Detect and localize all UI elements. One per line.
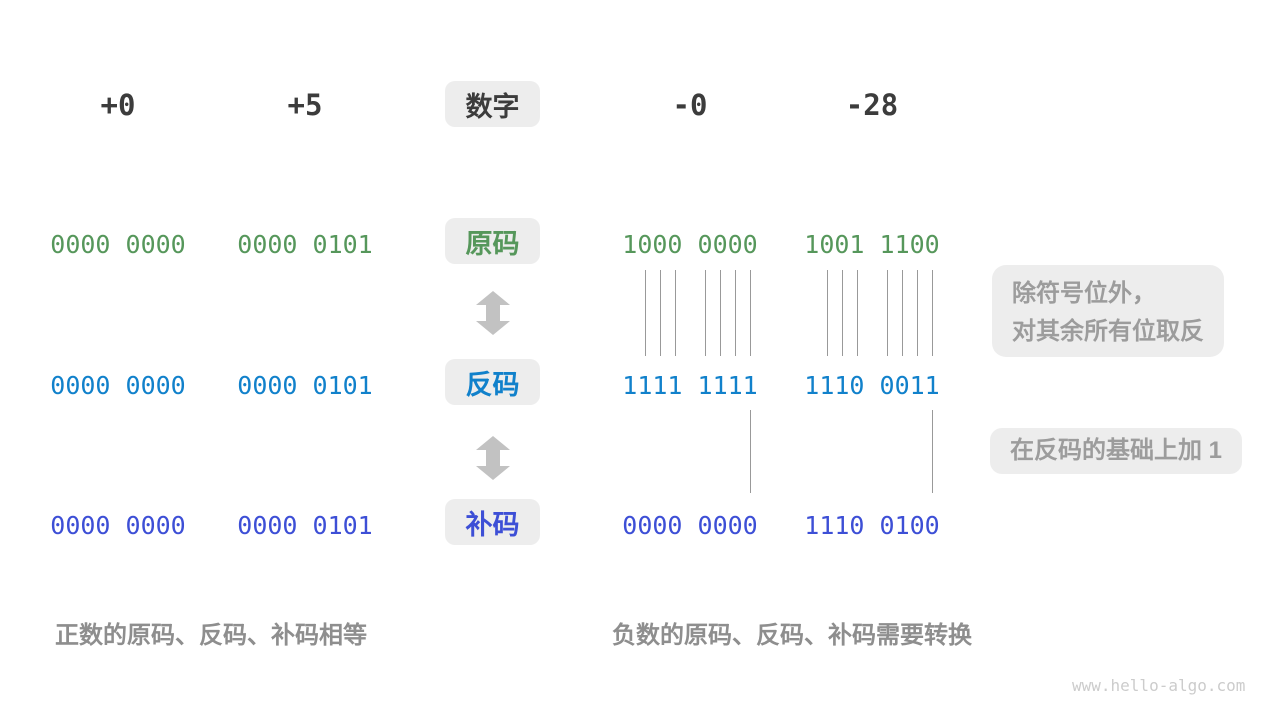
label-box-twos-complement: 补码 (445, 499, 540, 545)
ones-complement-plus0: 0000 0000 (50, 371, 186, 400)
twos-complement-plus5: 0000 0101 (237, 511, 373, 540)
bit-tick-line (827, 270, 828, 356)
bit-tick-line (902, 270, 903, 356)
header-number-plus5: +5 (287, 88, 323, 122)
sign-magnitude-plus0: 0000 0000 (50, 230, 186, 259)
bit-tick-line (750, 270, 751, 356)
carry-tick-line (932, 410, 933, 493)
negative-numbers-caption: 负数的原码、反码、补码需要转换 (612, 622, 972, 649)
invert-bits-note-line1: 除符号位外， (1012, 280, 1156, 307)
twos-complement-minus28: 1110 0100 (804, 511, 940, 540)
header-number-plus0: +0 (100, 88, 136, 122)
bit-tick-line (857, 270, 858, 356)
ones-complement-minus0: 1111 1111 (622, 371, 758, 400)
bit-tick-line (705, 270, 706, 356)
header-number-minus28: -28 (845, 88, 899, 122)
bit-tick-line (660, 270, 661, 356)
label-box-sign-magnitude: 原码 (445, 218, 540, 264)
bit-tick-line (887, 270, 888, 356)
add-one-note: 在反码的基础上加 1 (990, 428, 1243, 474)
invert-bits-note-line2: 对其余所有位取反 (1012, 318, 1204, 345)
bit-tick-line (917, 270, 918, 356)
ones-complement-plus5: 0000 0101 (237, 371, 373, 400)
sign-magnitude-minus0: 1000 0000 (622, 230, 758, 259)
ones-complement-minus28: 1110 0011 (804, 371, 940, 400)
positive-numbers-caption: 正数的原码、反码、补码相等 (55, 622, 367, 649)
header-number-minus0: -0 (672, 88, 708, 122)
invert-bits-note: 除符号位外， 对其余所有位取反 (992, 265, 1224, 357)
bit-tick-line (645, 270, 646, 356)
twos-complement-minus0: 0000 0000 (622, 511, 758, 540)
sign-magnitude-plus5: 0000 0101 (237, 230, 373, 259)
double-arrow-icon (476, 436, 510, 480)
site-watermark: www.hello-algo.com (1072, 676, 1246, 695)
bit-tick-line (735, 270, 736, 356)
label-box-ones-complement: 反码 (445, 359, 540, 405)
twos-complement-plus0: 0000 0000 (50, 511, 186, 540)
bit-tick-line (932, 270, 933, 356)
sign-magnitude-minus28: 1001 1100 (804, 230, 940, 259)
carry-tick-line (750, 410, 751, 493)
bit-tick-line (675, 270, 676, 356)
double-arrow-icon (476, 291, 510, 335)
bit-tick-line (842, 270, 843, 356)
bit-tick-line (720, 270, 721, 356)
label-box-number: 数字 (445, 81, 540, 127)
